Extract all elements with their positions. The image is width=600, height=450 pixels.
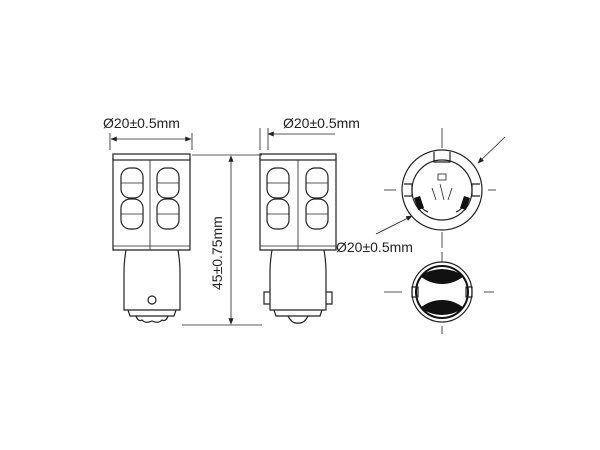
- top-view-leader-arrow-lower: [375, 215, 413, 235]
- height-label: 45±0.75mm: [209, 216, 225, 290]
- bottom-view-contact-upper: [420, 269, 464, 284]
- front-view: Ø20±0.5mm: [103, 115, 193, 323]
- top-view-notch-top: [433, 152, 451, 163]
- side-bayonet-base: [269, 249, 327, 311]
- side-view: Ø20±0.5mm: [259, 115, 360, 324]
- top-view-notch-left: [404, 183, 413, 197]
- front-top-cap: [112, 153, 191, 161]
- top-view-outer-ring: [401, 149, 483, 231]
- side-bayonet-pin-right: [326, 291, 333, 305]
- top-view-contact-left: [414, 196, 424, 210]
- top-view-contact-right: [460, 196, 470, 210]
- bottom-view: [384, 252, 494, 334]
- top-view-inner-ring: [411, 159, 473, 221]
- front-led-head-outline: [112, 158, 191, 251]
- side-diameter-label: Ø20±0.5mm: [283, 115, 360, 131]
- top-view: Ø20±0.5mm: [336, 128, 506, 255]
- front-solder-contacts: [135, 315, 169, 323]
- side-solder-contact: [287, 315, 309, 324]
- top-view-center-lead: [439, 183, 445, 201]
- front-bayonet-pin: [147, 295, 157, 305]
- top-view-diameter-label: Ø20±0.5mm: [336, 239, 413, 255]
- height-dimension: 45±0.75mm: [182, 154, 262, 326]
- side-bayonet-pin-left: [263, 291, 270, 305]
- bottom-view-base-ring: [415, 265, 469, 319]
- front-base-bottom: [127, 309, 177, 317]
- bottom-view-contact-lower: [420, 300, 464, 315]
- front-bayonet-base: [123, 249, 181, 311]
- side-top-cap: [259, 153, 337, 161]
- top-view-leads: [431, 187, 453, 201]
- bottom-view-pin-left: [411, 286, 419, 298]
- top-view-leader-arrow-upper: [477, 136, 506, 164]
- side-base-bottom: [273, 309, 323, 317]
- top-view-component: [437, 173, 447, 181]
- front-diameter-label: Ø20±0.5mm: [103, 115, 180, 131]
- bottom-view-pin-right: [465, 286, 473, 298]
- top-view-notch-right: [471, 183, 480, 197]
